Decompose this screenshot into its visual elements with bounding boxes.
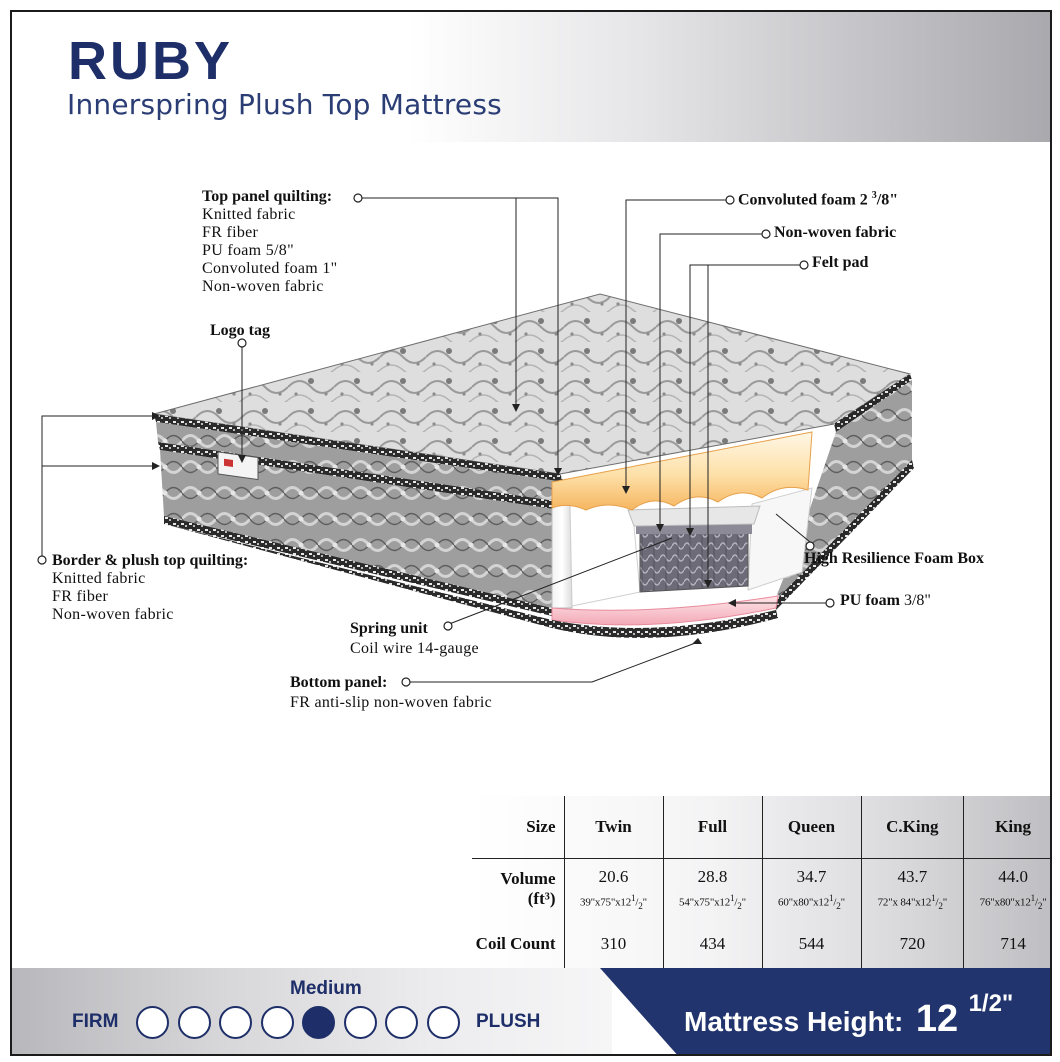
size-header: Size: [526, 816, 556, 836]
top-panel-item: FR fiber: [202, 224, 259, 241]
top-panel-heading: Top panel quilting:: [202, 188, 333, 205]
foam-box-label: High Resilience Foam Box: [804, 550, 984, 567]
bottom-panel-heading: Bottom panel:: [290, 674, 388, 691]
height-fraction: 1/2": [968, 990, 1014, 1017]
felt-pad-label: Felt pad: [812, 254, 869, 271]
pu-foam-label: PU foam 3/8": [840, 592, 931, 610]
bottom-panel-detail: FR anti-slip non-woven fabric: [290, 694, 492, 711]
coil-twin: 310: [563, 920, 663, 968]
coil-cking: 720: [860, 920, 964, 968]
volume-header: Volume (ft³): [472, 857, 564, 920]
coil-queen: 544: [761, 920, 861, 968]
height-whole: 12: [915, 998, 959, 1040]
top-panel-item: Convoluted foam 1": [202, 260, 338, 277]
top-panel-item: Knitted fabric: [202, 206, 296, 223]
volume-header-text: Volume: [500, 869, 556, 889]
spring-unit-detail: Coil wire 14-gauge: [350, 640, 479, 657]
firmness-dot: [343, 1006, 377, 1039]
product-subtitle: Innerspring Plush Top Mattress: [67, 88, 502, 121]
border-item: Non-woven fabric: [52, 606, 174, 623]
size-twin: Twin: [563, 796, 663, 858]
coil-king: 714: [963, 920, 1050, 968]
firmness-selected-label: Medium: [290, 978, 362, 999]
spring-unit-heading: Spring unit: [350, 620, 428, 637]
firmness-dot: [260, 1006, 294, 1039]
header-band: [12, 12, 1050, 142]
firmness-dot: [426, 1006, 460, 1039]
height-label: Mattress Height:: [684, 1006, 904, 1037]
product-name: RUBY: [68, 31, 234, 91]
coil-full: 434: [662, 920, 762, 968]
pu-foam-rest: 3/8": [903, 592, 931, 609]
firmness-dot: [136, 1006, 169, 1039]
size-cking: C.King: [860, 796, 964, 858]
size-king: King: [963, 796, 1050, 858]
mattress-illustration: [37, 193, 914, 687]
convoluted-foam-sup: 3: [871, 190, 877, 201]
size-full: Full: [662, 796, 762, 858]
height-banner: [600, 968, 1050, 1054]
volume-unit-text: (ft³): [527, 889, 556, 909]
firm-label: FIRM: [72, 1011, 119, 1032]
mattress-height: Mattress Height: 12 1/2": [684, 990, 1013, 1041]
spec-sheet: RUBY Innerspring Plush Top Mattress: [10, 10, 1052, 1056]
top-panel-item: Non-woven fabric: [202, 278, 324, 295]
spring-unit-label: Spring unit Coil wire 14-gauge: [350, 620, 479, 658]
pu-foam-text: PU foam: [840, 592, 900, 609]
firmness-dot-selected: [302, 1006, 335, 1039]
size-queen: Queen: [761, 796, 861, 858]
convoluted-foam-rest: /8": [876, 191, 899, 209]
top-panel-label: Top panel quilting: Knitted fabric FR fi…: [202, 188, 337, 296]
plush-label: PLUSH: [476, 1011, 541, 1032]
bottom-panel-label: Bottom panel: FR anti-slip non-woven fab…: [290, 674, 492, 712]
top-panel-item: PU foam 5/8": [202, 242, 294, 259]
firmness-dot: [385, 1006, 418, 1039]
firmness-dot: [177, 1006, 211, 1039]
spec-table: Size Twin Full Queen C.King King Volume …: [472, 796, 1050, 968]
logo-tag-label: Logo tag: [210, 322, 270, 340]
border-item: Knitted fabric: [52, 570, 146, 587]
border-heading: Border & plush top quilting:: [52, 552, 249, 569]
logo-tag-heading: Logo tag: [210, 322, 270, 339]
border-item: FR fiber: [52, 588, 109, 605]
firmness-dot: [219, 1006, 252, 1039]
border-label: Border & plush top quilting: Knitted fab…: [52, 552, 248, 624]
coil-header: Coil Count: [475, 934, 556, 953]
non-woven-label: Non-woven fabric: [774, 224, 897, 241]
convoluted-foam-label: Convoluted foam 2 3/8": [738, 190, 898, 209]
convoluted-foam-text: Convoluted foam 2: [738, 191, 868, 209]
